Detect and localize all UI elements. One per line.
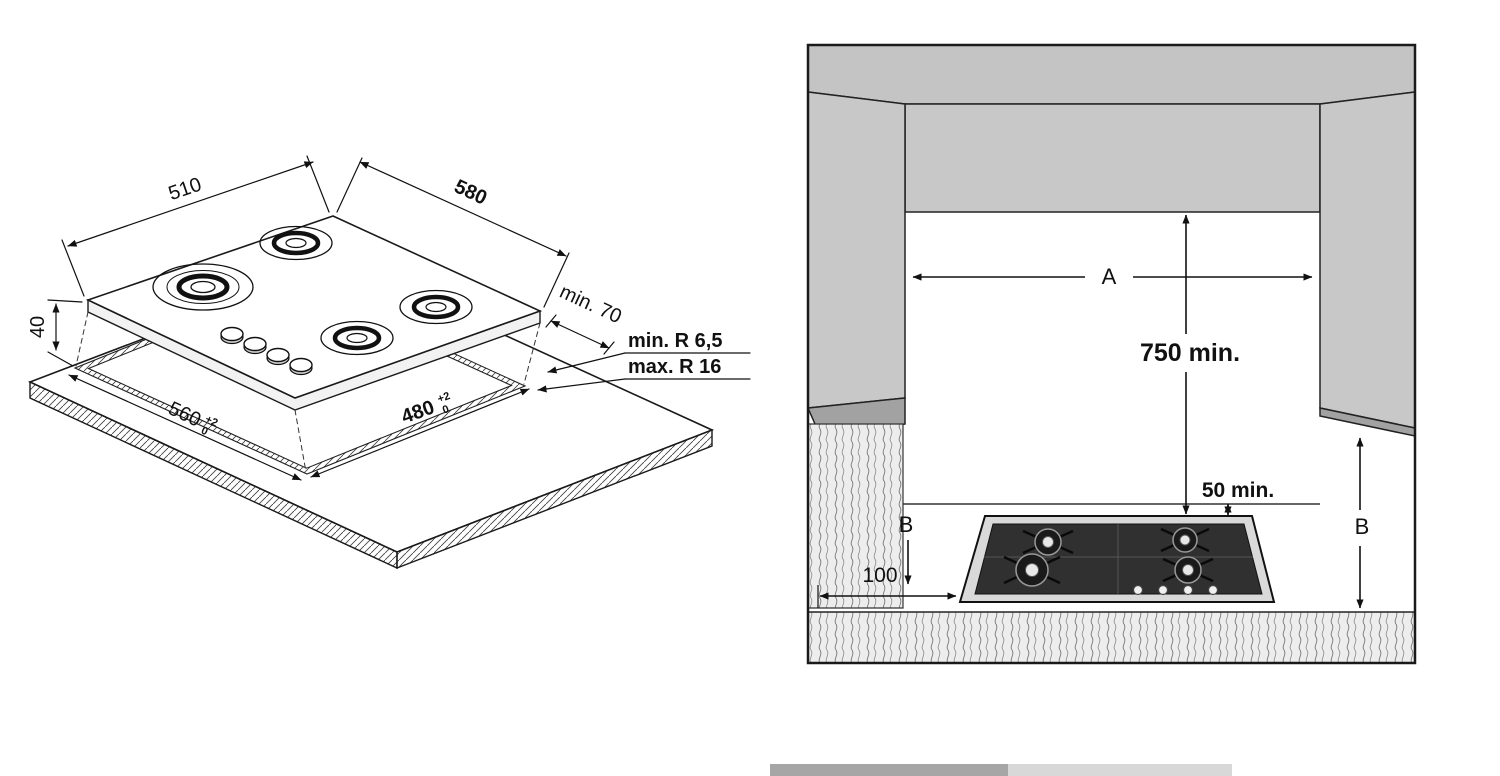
left-cabinet bbox=[807, 91, 906, 409]
hob-cutout-isometric-diagram: 510 580 40 560 +2 0 480 +2 0 min. 70 min… bbox=[27, 155, 751, 570]
svg-text:580: 580 bbox=[451, 176, 491, 210]
soffit-panel bbox=[807, 44, 1416, 105]
clearance-annotations bbox=[817, 214, 1364, 609]
svg-text:+2: +2 bbox=[436, 390, 452, 406]
dimension-annotations bbox=[47, 155, 751, 481]
rear-clearance-label: min. 70 bbox=[556, 281, 625, 328]
hob-burners bbox=[1003, 527, 1214, 587]
scrollbar-thumb[interactable] bbox=[770, 764, 1008, 776]
svg-text:+2: +2 bbox=[203, 413, 219, 429]
niche-width-label: A bbox=[1102, 264, 1117, 289]
svg-text:min. 70: min. 70 bbox=[556, 281, 625, 328]
worktop-front-band bbox=[807, 611, 1416, 664]
hob-knob-row bbox=[1132, 584, 1219, 596]
min-height-label: 750 min. bbox=[1140, 339, 1240, 367]
hob-height-label: 40 bbox=[27, 316, 49, 338]
svg-text:0: 0 bbox=[199, 425, 210, 438]
burner-right bbox=[399, 289, 473, 325]
side-clearance-right-label: B bbox=[1355, 514, 1370, 539]
corner-radius-min-label: min. R 6,5 bbox=[628, 330, 722, 352]
diagram-frame bbox=[806, 43, 1417, 665]
svg-text:0: 0 bbox=[441, 403, 451, 416]
burner-large-left bbox=[152, 263, 254, 311]
rear-clearance-label: 50 min. bbox=[1202, 479, 1274, 502]
front-clearance-label: 100 bbox=[862, 564, 897, 587]
corner-radius-max-label: max. R 16 bbox=[628, 356, 721, 378]
right-cabinet bbox=[1319, 91, 1416, 429]
side-clearance-left-label: B bbox=[899, 512, 914, 537]
upper-cabinets bbox=[806, 44, 1416, 437]
installation-clearance-diagram: A 750 min. 50 min. B B 100 bbox=[806, 43, 1417, 665]
bridging-cabinet bbox=[904, 103, 1321, 213]
worktop-front-right-edge bbox=[396, 428, 713, 570]
hob-depth-label: 580 bbox=[451, 176, 491, 210]
svg-text:40: 40 bbox=[27, 316, 49, 338]
burner-front bbox=[320, 320, 394, 356]
control-knobs bbox=[220, 326, 313, 376]
scrollbar-track bbox=[1008, 764, 1232, 776]
hob-top-view bbox=[958, 515, 1276, 603]
hob-width-label: 510 bbox=[166, 174, 205, 206]
svg-text:510: 510 bbox=[166, 174, 205, 206]
